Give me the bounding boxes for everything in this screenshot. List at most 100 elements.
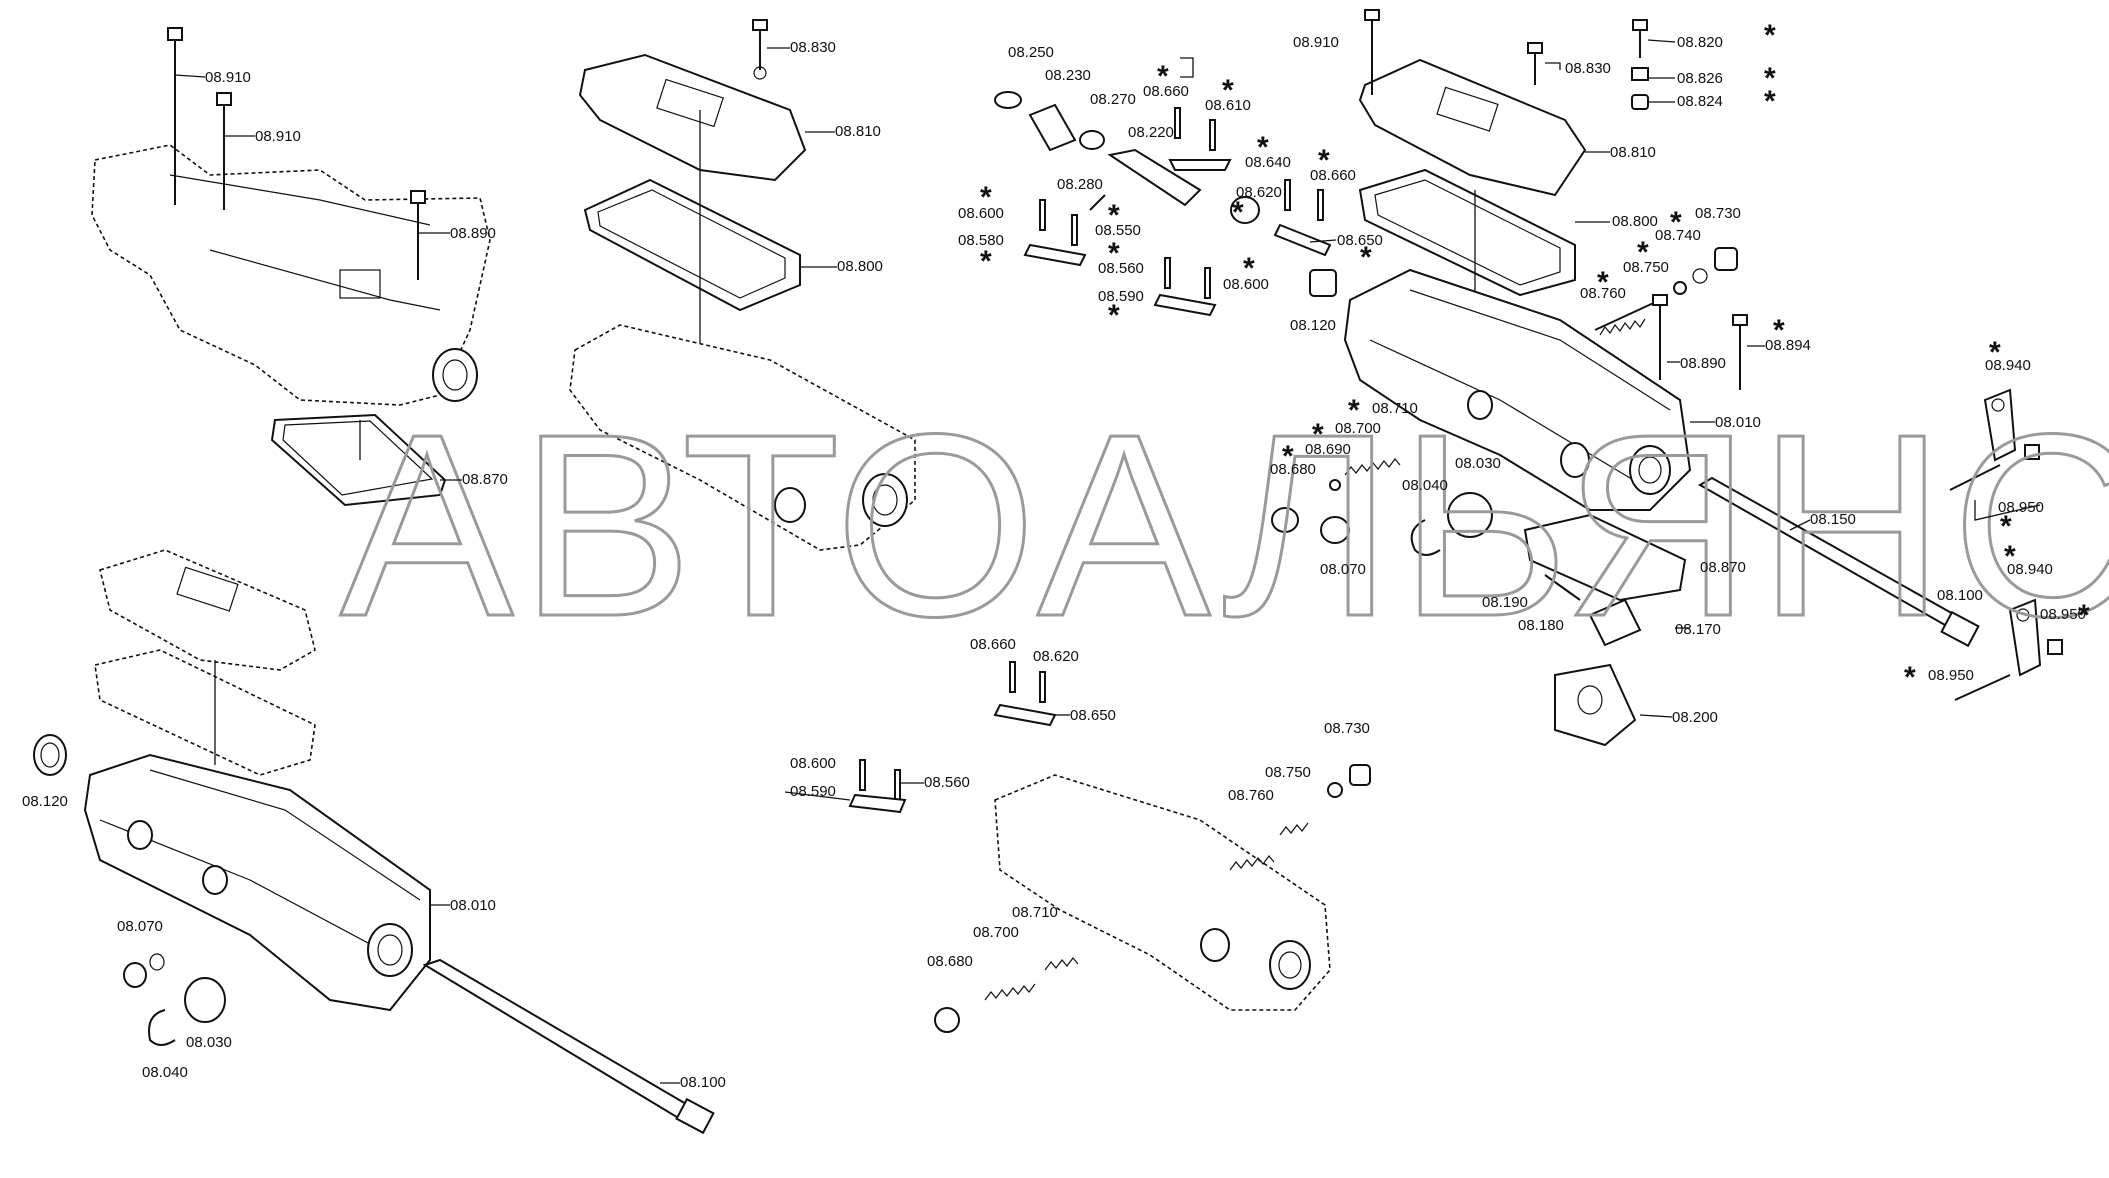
part-label: 08.700: [973, 924, 1019, 941]
asterisk: *: [1312, 418, 1324, 451]
part-label: 08.870: [1700, 559, 1746, 576]
asterisk: *: [1360, 241, 1372, 274]
housing-left-lower: [83, 753, 431, 1012]
part-label: 08.894: [1765, 337, 1811, 354]
part-label: 08.940: [1985, 357, 2031, 374]
part-label: 08.640: [1245, 154, 1291, 171]
part-label: 08.590: [790, 783, 836, 800]
part-label: 08.150: [1810, 511, 1856, 528]
part-label: 08.010: [450, 897, 496, 914]
asterisk: *: [1773, 314, 1785, 347]
cover-left-lower: [99, 549, 316, 671]
gear-left-lower: [33, 734, 67, 776]
part-label: 08.680: [1270, 461, 1316, 478]
part-label: 08.170: [1675, 621, 1721, 638]
part-label: 08.760: [1580, 285, 1626, 302]
part-label: 08.070: [117, 918, 163, 935]
asterisk: *: [1108, 299, 1120, 332]
part-label: 08.950: [2040, 606, 2086, 623]
part-label: 08.040: [142, 1064, 188, 1081]
part-label: 08.560: [924, 774, 970, 791]
part-label: 08.030: [186, 1034, 232, 1051]
part-label: 08.940: [2007, 561, 2053, 578]
part-label: 08.910: [205, 69, 251, 86]
asterisk: *: [1348, 394, 1360, 427]
part-labels: 08.910 08.910 08.890 08.870 08.830 08.81…: [22, 34, 2086, 1091]
gasket-top-center: [583, 110, 801, 380]
gasket-left-lower: [94, 649, 316, 776]
part-label: 08.100: [1937, 587, 1983, 604]
part-label: 08.220: [1128, 124, 1174, 141]
part-label: 08.950: [1928, 667, 1974, 684]
cover-right-top: [1358, 9, 1649, 197]
asterisk: *: [1232, 196, 1244, 229]
part-label: 08.280: [1057, 176, 1103, 193]
part-label: 08.710: [1372, 400, 1418, 417]
part-label: 08.070: [1320, 561, 1366, 578]
part-label: 08.620: [1033, 648, 1079, 665]
part-label: 08.650: [1337, 232, 1383, 249]
asterisk: *: [1222, 74, 1234, 107]
asterisk: *: [1764, 85, 1776, 118]
part-label: 08.600: [1223, 276, 1269, 293]
part-label: 08.824: [1677, 93, 1723, 110]
left-detent-right: [1271, 458, 1493, 556]
asterisk: *: [1989, 336, 2001, 369]
part-label: 08.650: [1070, 707, 1116, 724]
leader-lines: [174, 39, 2041, 1084]
watermark-text: АВТОАЛЬЯНС: [340, 381, 2109, 671]
asterisk: *: [1108, 237, 1120, 270]
part-label: 08.550: [1095, 222, 1141, 239]
part-label: 08.010: [1715, 414, 1761, 431]
part-label: 08.750: [1623, 259, 1669, 276]
part-label: 08.120: [22, 793, 68, 810]
asterisk: *: [980, 245, 992, 278]
spring-detent-right: [1594, 247, 1748, 390]
gasket-right-top: [1358, 168, 1576, 320]
part-label: 08.100: [680, 1074, 726, 1091]
part-label: 08.800: [837, 258, 883, 275]
part-label: 08.830: [790, 39, 836, 56]
part-label: 08.580: [958, 232, 1004, 249]
part-label: 08.200: [1672, 709, 1718, 726]
bolts-top-left: [167, 27, 426, 280]
asterisk: *: [2078, 599, 2090, 632]
shaft-right: [1698, 476, 1980, 648]
asterisk: *: [1670, 206, 1682, 239]
pins-bottom-center: [848, 661, 1057, 814]
part-label: 08.680: [927, 953, 973, 970]
asterisk: *: [1108, 199, 1120, 232]
part-label: 08.810: [835, 123, 881, 140]
part-label: 08.760: [1228, 787, 1274, 804]
part-label: 08.690: [1305, 441, 1351, 458]
part-label: 08.830: [1565, 60, 1611, 77]
part-label: 08.590: [1098, 288, 1144, 305]
part-label: 08.190: [1482, 594, 1528, 611]
part-label: 08.180: [1518, 617, 1564, 634]
asterisk: *: [1764, 62, 1776, 95]
asterisk: *: [1764, 19, 1776, 52]
small-parts-left-lower: [123, 953, 226, 1046]
part-label: 08.560: [1098, 260, 1144, 277]
shift-parts-center: [994, 91, 1337, 317]
asterisk: *: [1257, 131, 1269, 164]
part-label: 08.810: [1610, 144, 1656, 161]
asterisk: *: [1597, 266, 1609, 299]
part-label: 08.660: [1143, 83, 1189, 100]
asterisk: *: [1637, 236, 1649, 269]
part-label: 08.820: [1677, 34, 1723, 51]
part-label: 08.250: [1008, 44, 1054, 61]
asterisk: *: [1282, 440, 1294, 473]
part-label: 08.890: [450, 225, 496, 242]
part-label: 08.030: [1455, 455, 1501, 472]
part-label: 08.660: [970, 636, 1016, 653]
part-label: 08.710: [1012, 904, 1058, 921]
lever-right: [1949, 388, 2063, 701]
asterisk: *: [1318, 144, 1330, 177]
part-label: 08.270: [1090, 91, 1136, 108]
part-label: 08.040: [1402, 477, 1448, 494]
shaft-left-lower: [422, 958, 715, 1135]
cover-top-center: [578, 19, 807, 182]
housing-phantom-top-center: [569, 324, 916, 551]
asterisk: *: [2004, 540, 2016, 573]
